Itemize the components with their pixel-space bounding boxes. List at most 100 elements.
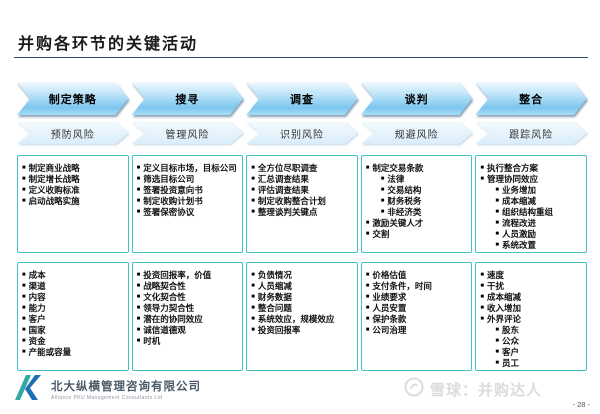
bullet-item: ■速度 [480,270,584,281]
risk-factors-box: ■价格估值■支付条件，时间■业绩要求■人员安置■保护条款■公司治理 [360,262,473,371]
watermark-text: 雪球：并购达人 [429,382,542,399]
bullet-square-icon: ■ [480,283,484,289]
bullet-text: 财务税务 [387,196,422,206]
stage-column: 搜寻 管理风险 ■定义目标市场，目标公司■筛选目标公司■签署投资意向书■制定收购… [131,82,244,371]
bullet-square-icon: ■ [136,165,141,171]
bullet-square-icon: ■ [380,176,385,182]
bullet-item: ■人员激励 [495,229,584,240]
bullet-square-icon: ■ [495,209,499,215]
bullet-square-icon: ■ [251,187,255,193]
bullet-text: 战略契合性 [143,281,186,291]
bullet-square-icon: ■ [22,294,26,300]
bullet-item: ■制定交易条款 [366,163,470,174]
activities-list: ■制定商业战略■制定增长战略■定义收购标准■启动战略实施 [22,163,126,207]
risk-arrow-wrap: 跟踪风险 [475,122,587,144]
bullet-item: ■非经济类 [381,207,470,218]
company-name-cn: 北大纵横管理咨询有限公司 [51,381,201,393]
bullet-text: 成本缩减 [487,292,522,302]
bullet-item: ■客户 [495,347,584,358]
bullet-item: ■保护条款 [366,314,470,325]
bullet-item: ■交割 [366,229,470,240]
stage-arrow-wrap: 整合 [475,82,587,115]
bullet-square-icon: ■ [136,198,141,204]
stage-column: 调查 识别风险 ■全方位尽职调查■汇总调查结果■评估调查结果■制定收购整合计划■… [246,82,358,371]
page-title: 并购各环节的关键活动 [18,36,199,53]
bullet-text: 业务增加 [502,185,537,195]
bullet-item: ■流程改进 [495,218,584,229]
bullet-item: ■激励关键人才 [366,218,470,229]
activities-box: ■制定商业战略■制定增长战略■定义收购标准■启动战略实施 [17,155,129,253]
bullet-text: 签署投资意向书 [143,185,203,195]
stage-label: 搜寻 [175,93,200,106]
bullet-square-icon: ■ [136,187,141,193]
bullet-text: 系统效应，规模效应 [257,314,335,324]
bullet-item: ■签署投资意向书 [137,185,241,196]
bullet-text: 产能或容量 [28,347,72,357]
bullet-square-icon: ■ [365,316,370,322]
bullet-item: ■客户 [22,314,126,325]
bullet-text: 交割 [372,229,390,239]
bullet-text: 组织结构重组 [502,207,554,217]
bullet-item: ■法律 [381,174,470,185]
risk-factors-list: ■成本■渠道■内容■能力■客户■国家■资金■产能或容量 [22,270,126,358]
bullet-item: ■内容 [22,292,126,303]
bullet-square-icon: ■ [480,165,484,171]
bullet-text: 股东 [502,325,520,335]
bullet-item: ■时机 [137,336,241,347]
bullet-square-icon: ■ [365,294,370,300]
stage-arrow: 制定策略 [17,82,129,115]
bullet-item: ■人员缩减 [251,281,355,292]
bullet-text: 公众 [502,336,520,346]
page-number: - 28 - [572,400,590,409]
risk-label: 管理风险 [165,129,210,141]
bullet-item: ■业务增加 [495,185,584,196]
bullet-square-icon: ■ [365,327,370,333]
bullet-text: 执行整合方案 [487,163,539,173]
stage-label: 整合 [519,93,544,106]
activities-box: ■定义目标市场，目标公司■筛选目标公司■签署投资意向书■制定收购计划书■签署保密… [131,155,244,253]
stage-arrow-wrap: 搜寻 [132,82,244,115]
bullet-text: 非经济类 [387,207,422,217]
bullet-text: 员工 [502,358,520,368]
bullet-item: ■诚信道德观 [137,325,241,336]
activities-box: ■全方位尽职调查■汇总调查结果■评估调查结果■制定收购整合计划■整理谈判关键点 [246,155,358,253]
bullet-square-icon: ■ [480,272,484,278]
bullet-item: ■组织结构重组 [495,207,584,218]
bullet-square-icon: ■ [22,327,26,333]
bullet-square-icon: ■ [365,283,370,289]
bullet-item: ■能力 [22,303,126,314]
bullet-text: 人员安置 [372,303,407,313]
risk-factors-box: ■投资回报率，价值■战略契合性■文化契合性■领导力契合性■潜在的协同效应■诚信道… [131,262,244,371]
bullet-text: 能力 [28,303,46,313]
bullet-text: 成本缩减 [502,196,537,206]
bullet-square-icon: ■ [136,176,141,182]
bullet-square-icon: ■ [251,305,255,311]
bullet-item: ■成本缩减 [480,292,584,303]
bullet-text: 客户 [502,347,520,357]
stage-arrow: 谈判 [361,82,473,115]
bullet-text: 系统改置 [502,240,537,250]
risk-factors-list: ■价格估值■支付条件，时间■业绩要求■人员安置■保护条款■公司治理 [366,270,470,336]
bullet-square-icon: ■ [380,187,385,193]
bullet-text: 投资回报率，价值 [143,270,212,280]
bullet-text: 潜在的协同效应 [143,314,203,324]
risk-factors-list: ■速度■干扰■成本缩减■收入增加■外界评论■股东■公众■客户■员工 [480,270,584,369]
bullet-square-icon: ■ [251,198,255,204]
bullet-item: ■定义收购标准 [22,185,126,196]
bullet-square-icon: ■ [136,338,141,344]
bullet-item: ■全方位尽职调查 [251,163,355,174]
risk-arrow-wrap: 预防风险 [17,122,129,144]
bullet-item: ■资金 [22,336,126,347]
bullet-item: ■投资回报率 [251,325,355,336]
bullet-square-icon: ■ [22,305,26,311]
bullet-square-icon: ■ [495,242,499,248]
risk-label: 跟踪风险 [509,129,554,141]
xueqiu-logo-icon [404,377,424,402]
bullet-item: ■股东 [495,325,584,336]
bullet-square-icon: ■ [365,231,370,237]
bullet-text: 投资回报率 [257,325,301,335]
bullet-text: 签署保密协议 [143,207,195,217]
bullet-item: ■制定增长战略 [22,174,126,185]
bullet-item: ■成本缩减 [495,196,584,207]
bullet-text: 文化契合性 [143,292,186,302]
